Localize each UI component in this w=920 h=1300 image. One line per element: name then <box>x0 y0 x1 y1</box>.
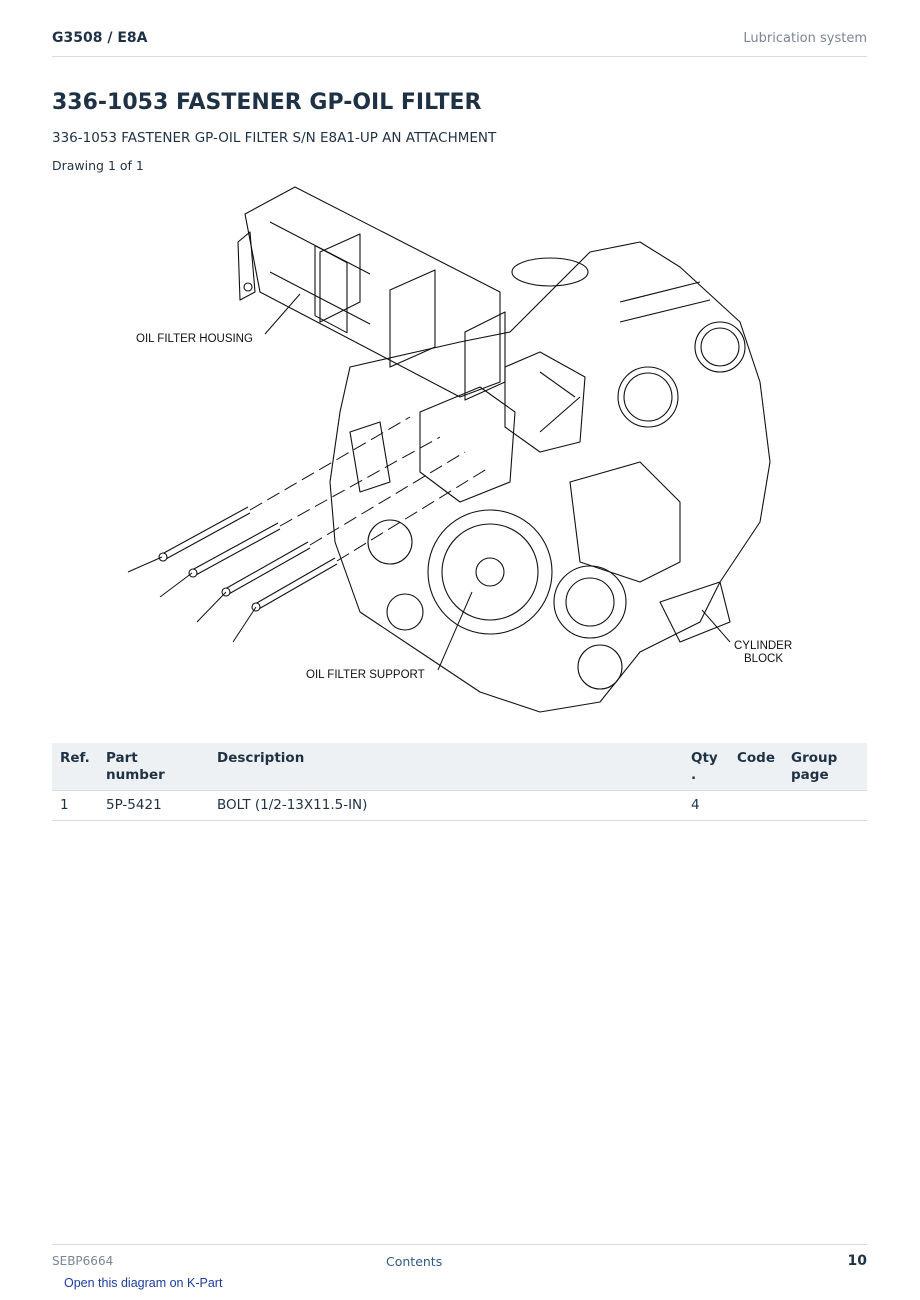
callout-oil-filter-support: OIL FILTER SUPPORT <box>306 669 425 681</box>
model-label: G3508 / E8A <box>52 30 148 46</box>
header-group-line2: page <box>791 767 829 783</box>
document-id: SEBP6664 <box>52 1254 114 1268</box>
bolt-3 <box>224 541 311 596</box>
header-qty-line1: Qty <box>691 750 718 766</box>
page-header: G3508 / E8A Lubrication system <box>52 28 867 57</box>
bolt-4 <box>254 557 338 611</box>
page-title: 336-1053 FASTENER GP-OIL FILTER <box>52 90 482 115</box>
cell-description: BOLT (1/2-13X11.5-IN) <box>209 790 683 821</box>
header-ref: Ref. <box>52 743 98 791</box>
header-qty: Qty. <box>683 743 729 791</box>
cylinder-block-shape <box>329 241 771 713</box>
cell-group-page <box>783 790 867 821</box>
page-footer: SEBP6664 Contents 10 <box>52 1244 867 1275</box>
header-description: Description <box>209 743 683 791</box>
header-part-number: Part number <box>98 743 209 791</box>
cell-code <box>729 790 784 821</box>
header-code: Code <box>729 743 784 791</box>
parts-diagram: OIL FILTER HOUSING OIL FILTER SUPPORT CY… <box>120 182 800 727</box>
cell-qty: 4 <box>683 790 729 821</box>
contents-link[interactable]: Contents <box>386 1254 443 1269</box>
callout-cylinder-block-line1: CYLINDER <box>734 640 792 652</box>
table-header-row: Ref. Part number Description Qty. Code G… <box>52 743 867 791</box>
filter-housing-shape <box>244 186 501 398</box>
section-label: Lubrication system <box>743 31 867 46</box>
page-subtitle: 336-1053 FASTENER GP-OIL FILTER S/N E8A1… <box>52 130 497 146</box>
page-number: 10 <box>847 1253 867 1269</box>
callout-cylinder-block-line2: BLOCK <box>744 653 783 665</box>
bolt-2 <box>191 522 281 577</box>
bolt-1 <box>161 506 251 561</box>
table-row: 1 5P-5421 BOLT (1/2-13X11.5-IN) 4 <box>52 790 867 821</box>
header-qty-line2: . <box>691 767 697 783</box>
open-kpart-link[interactable]: Open this diagram on K-Part <box>64 1276 223 1290</box>
cell-ref: 1 <box>52 790 98 821</box>
callout-oil-filter-housing: OIL FILTER HOUSING <box>136 333 253 345</box>
parts-table: Ref. Part number Description Qty. Code G… <box>52 743 867 821</box>
cell-part-number: 5P-5421 <box>98 790 209 821</box>
header-group-line1: Group <box>791 750 838 766</box>
engine-illustration: OIL FILTER HOUSING OIL FILTER SUPPORT CY… <box>127 186 792 713</box>
drawing-label: Drawing 1 of 1 <box>52 158 144 173</box>
